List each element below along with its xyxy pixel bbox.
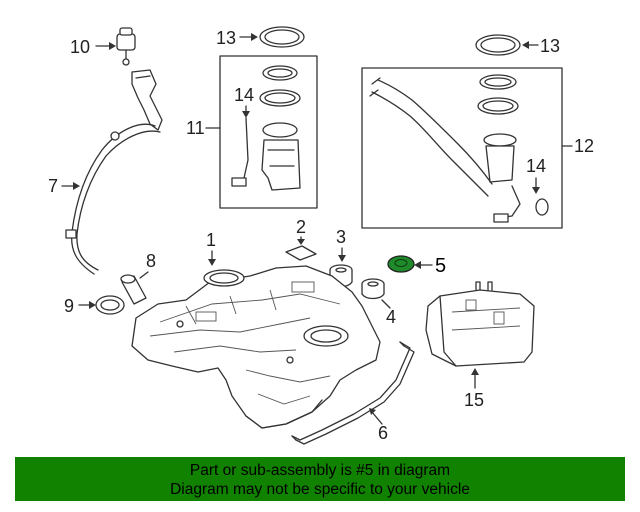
part-11-pump-assembly: [231, 65, 301, 191]
callout-5: 5: [435, 255, 446, 277]
part-12-sender-assembly: [369, 74, 549, 223]
part-10-vent-valve: [116, 27, 136, 66]
part-11-box: [219, 55, 318, 209]
callout-10: 10: [70, 37, 90, 57]
part-7-filler-neck: [65, 69, 163, 275]
part-13-lock-ring-left: [259, 26, 305, 48]
callout-13-left: 13: [216, 28, 236, 48]
banner-line-2: Diagram may not be specific to your vehi…: [170, 481, 470, 498]
callout-7: 7: [48, 176, 58, 196]
callout-15: 15: [464, 390, 484, 410]
callout-14-left: 14: [234, 85, 254, 105]
callout-11: 11: [186, 118, 205, 138]
callout-14-right: 14: [526, 156, 546, 176]
part-2-pad: [285, 245, 317, 261]
part-12-box: [361, 67, 563, 229]
info-banner: Part or sub-assembly is #5 in diagram Di…: [15, 457, 625, 501]
part-15-shield: [425, 281, 535, 367]
callout-9: 9: [64, 296, 74, 316]
part-1-fuel-tank: [131, 265, 381, 429]
part-5-highlighted: [387, 255, 415, 273]
callout-1: 1: [206, 230, 216, 250]
callout-4: 4: [386, 307, 396, 327]
callout-6: 6: [378, 423, 388, 443]
banner-line-1: Part or sub-assembly is #5 in diagram: [189, 462, 451, 479]
callout-3: 3: [336, 227, 346, 247]
part-13-lock-ring-right: [475, 34, 521, 56]
part-9-clamp: [95, 295, 125, 315]
callout-2: 2: [296, 217, 306, 237]
callout-12: 12: [574, 136, 594, 156]
part-8-hose: [120, 274, 147, 305]
callout-13-right: 13: [540, 36, 560, 56]
part-4-bumper: [361, 278, 385, 300]
parts-diagram: 10 7 8 9 11 13: [48, 26, 594, 445]
callout-8: 8: [146, 251, 156, 271]
